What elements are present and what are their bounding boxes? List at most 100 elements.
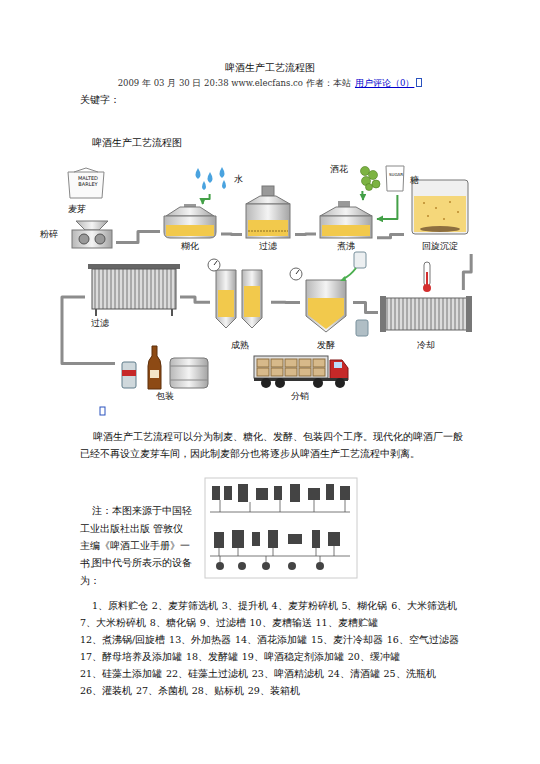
page-title: 啤酒生产工艺流程图 [0,62,540,75]
broken-image-icon [100,407,105,415]
equipment-schematic-thumbnail [262,562,270,570]
equipment-schematic-thumbnail [288,562,296,570]
equipment-schematic-thumbnail [308,488,320,500]
delivery-truck [271,359,283,367]
pipe [180,297,210,302]
equipment-item: 9、过滤槽 [200,617,246,628]
whirlpool-tank [443,218,445,220]
broken-image-icon [100,407,105,415]
whirlpool-tank [427,215,429,217]
equipment-item: 2、麦芽筛选机 [152,600,218,611]
equipment-item: 22、硅藻土过滤机 [166,668,248,679]
whirlpool-tank [414,196,466,232]
equipment-item: 11、麦糟贮罐 [315,617,377,628]
kettle [320,201,372,238]
fermenter [290,268,302,280]
equipment-schematic-thumbnail [219,546,334,556]
process-unit: 煮沸 [316,200,377,254]
step-label: 成熟 [210,340,270,350]
pipe [353,302,378,312]
hops [361,167,370,176]
post-meta: 2009 年 03 月 30 日 20:38 www.elecfans.co 作… [118,78,351,88]
lauter-tun [246,204,290,238]
process-unit: 包装 [115,346,216,404]
step-label: 发酵 [300,340,352,350]
kettle [338,201,350,207]
equipment-schematic-thumbnail [220,556,320,562]
kettle [322,225,370,236]
comment-link: 用户评论（0） [355,78,414,88]
equipment-item: 4、麦芽粉碎机 [272,600,338,611]
feed-arrow [377,195,397,219]
filter-press [95,309,97,316]
delivery-truck [261,378,271,388]
water-drops [208,172,213,183]
equipment-item: 10、麦糟输送 [250,617,312,628]
process-unit: 成熟 [210,258,271,354]
equipment-item: 16、空气过滤器 [387,634,459,645]
step-label: 糖 [410,175,419,185]
lauter-tun [246,196,290,204]
process-unit: 过滤 [242,184,295,254]
pipe [377,235,404,238]
yeast-can [340,276,346,281]
equipment-item: 20、缓冲罐 [348,651,400,662]
beer-packages [150,370,159,378]
delivery-truck [330,360,348,380]
kettle [320,216,372,238]
process-unit: 粉碎 [38,220,116,252]
meta-line: 2009 年 03 月 30 日 20:38 www.elecfans.co 作… [0,78,540,90]
delivery-truck [313,378,323,388]
equipment-schematic-thumbnail [256,488,268,500]
whirlpool-tank [449,201,451,203]
lauter-tun [248,231,288,232]
section-heading: 啤酒生产工艺流程图 [92,136,312,149]
equipment-schematic-thumbnail [326,484,334,500]
equipment-schematic-thumbnail [212,486,220,500]
lauter-tun [246,186,290,238]
step-label: 粉碎 [40,229,58,239]
equipment-item: 15、麦汁冷却器 [311,634,383,645]
step-label: 糊化 [160,241,220,251]
delivery-truck [285,368,297,376]
step-label: 分销 [250,391,350,401]
hops [361,167,381,191]
filter-press [88,264,180,269]
process-unit: 酒花 [330,163,384,191]
equipment-schematic-thumbnail [252,532,260,546]
equipment-schematic-thumbnail [205,478,357,578]
thermometer [423,284,431,292]
equipment-item: 19、啤酒稳定剂添加罐 [242,651,344,662]
process-unit: 回旋沉淀 [404,176,477,254]
maturation-tanks [208,259,220,271]
equipment-schematic-thumbnail [274,486,282,500]
step-label: 煮沸 [316,241,376,251]
beer-packages [122,346,208,389]
equipment-item: 24、清酒罐 [328,668,380,679]
equipment-item: 14、酒花添加罐 [235,634,307,645]
delivery-truck [299,368,311,376]
wort-cooler [380,296,472,332]
keyword-label: 关键字： [80,93,220,106]
malt-bag [74,168,98,172]
equipment-schematic-thumbnail [212,484,350,570]
equipment-item: 1、原料贮仓 [92,600,148,611]
wort-cooler [466,296,472,332]
delivery-truck [257,359,325,376]
delivery-truck [257,368,269,376]
pipe [116,232,160,243]
equipment-schematic-thumbnail [238,562,246,570]
delivery-truck [313,368,325,376]
whirlpool-tank [412,180,468,234]
thermometer [426,272,428,286]
whirlpool-tank [420,226,460,232]
process-unit: MALTED BARLEY麦芽 [64,168,112,218]
whirlpool-tank [435,207,437,209]
beer-packages [170,380,208,381]
process-unit: SUGAR糖 [386,163,424,195]
hops [366,184,373,191]
equipment-schematic-thumbnail [328,532,340,546]
thermometer [424,262,430,286]
